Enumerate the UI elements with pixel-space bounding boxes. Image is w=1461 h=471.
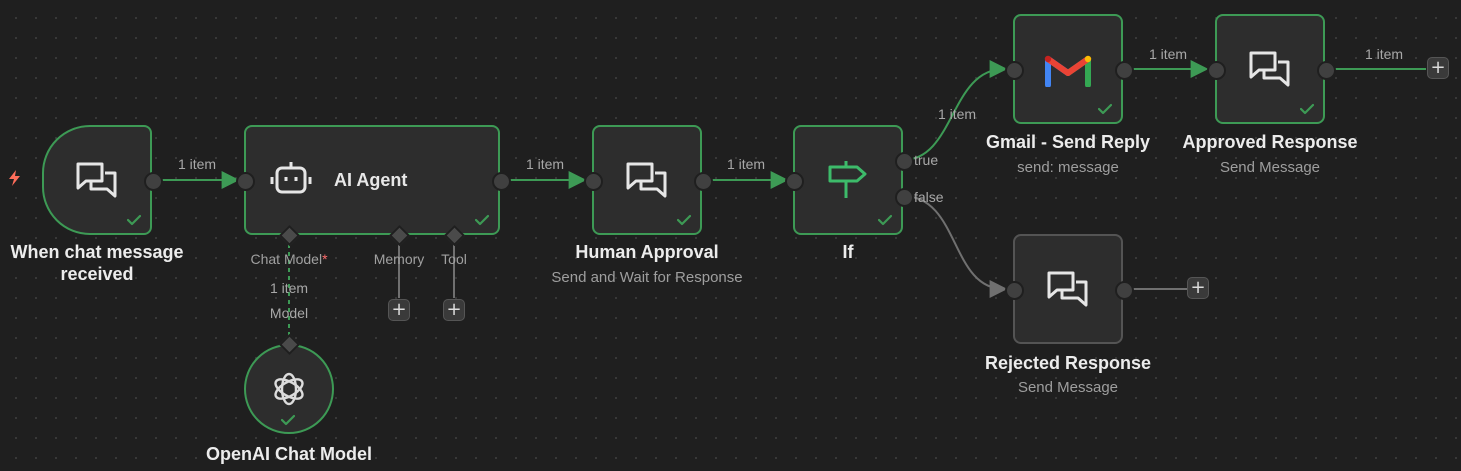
add-after-approved-button[interactable]: +	[1427, 57, 1449, 79]
if-input-port[interactable]	[784, 171, 804, 191]
edge-label-approval-if: 1 item	[726, 156, 766, 172]
edge-label-if-gmail: 1 item	[937, 106, 977, 122]
add-memory-button[interactable]: +	[388, 299, 410, 321]
if-false-output-label: false	[914, 189, 944, 205]
approval-output-port[interactable]	[693, 171, 713, 191]
rejected-response-subtitle: Send Message	[1017, 379, 1119, 396]
success-check-icon	[677, 214, 691, 226]
add-after-rejected-button[interactable]: +	[1187, 277, 1209, 299]
success-check-icon	[281, 414, 295, 426]
node-approved-response[interactable]	[1215, 14, 1325, 124]
gmail-input-port[interactable]	[1004, 60, 1024, 80]
node-if[interactable]	[793, 125, 903, 235]
chat-message-icon	[74, 159, 120, 201]
chat-model-port-label: Chat Model*	[250, 251, 328, 267]
approved-response-subtitle: Send Message	[1219, 159, 1321, 176]
if-false-output-port[interactable]	[894, 187, 914, 207]
success-check-icon	[1300, 103, 1314, 115]
edge-label-agent-approval: 1 item	[525, 156, 565, 172]
trigger-label: When chat message received	[10, 242, 184, 284]
agent-output-port[interactable]	[491, 171, 511, 191]
approved-input-port[interactable]	[1206, 60, 1226, 80]
edge-label-trigger-agent: 1 item	[177, 156, 217, 172]
approved-response-label: Approved Response	[1182, 132, 1358, 152]
success-check-icon	[1098, 103, 1112, 115]
node-rejected-response[interactable]	[1013, 234, 1123, 344]
node-chat-trigger[interactable]	[42, 125, 152, 235]
agent-input-port[interactable]	[235, 171, 255, 191]
gmail-output-port[interactable]	[1114, 60, 1134, 80]
robot-icon	[270, 160, 312, 201]
node-ai-agent[interactable]: AI Agent	[244, 125, 500, 235]
node-openai-chat-model[interactable]	[244, 344, 334, 434]
gmail-icon	[1044, 51, 1092, 87]
model-link-type: Model	[269, 305, 309, 321]
if-true-output-port[interactable]	[894, 151, 914, 171]
node-gmail-send-reply[interactable]	[1013, 14, 1123, 124]
gmail-subtitle: send: message	[1017, 159, 1119, 176]
success-check-icon	[475, 214, 489, 226]
human-approval-label: Human Approval	[575, 242, 719, 262]
chat-message-icon	[1045, 268, 1091, 310]
if-true-output-label: true	[914, 152, 939, 168]
edge-label-gmail-approved: 1 item	[1148, 46, 1188, 62]
success-check-icon	[127, 214, 141, 226]
success-check-icon	[878, 214, 892, 226]
rejected-input-port[interactable]	[1004, 280, 1024, 300]
memory-port-label: Memory	[373, 251, 425, 267]
rejected-output-port[interactable]	[1114, 280, 1134, 300]
add-tool-button[interactable]: +	[443, 299, 465, 321]
openai-icon	[270, 370, 308, 408]
openai-label: OpenAI Chat Model	[206, 444, 372, 464]
chat-message-icon	[624, 159, 670, 201]
gmail-label: Gmail - Send Reply	[985, 132, 1151, 152]
trigger-output-port[interactable]	[143, 171, 163, 191]
rejected-response-label: Rejected Response	[984, 353, 1152, 373]
edge-if-false-to-rejected	[902, 195, 1008, 298]
tool-port-label: Tool	[441, 251, 467, 267]
node-human-approval[interactable]	[592, 125, 702, 235]
agent-title: AI Agent	[334, 169, 408, 190]
if-label: If	[842, 242, 854, 262]
human-approval-subtitle: Send and Wait for Response	[551, 269, 743, 286]
edge-label-approved-out: 1 item	[1364, 46, 1404, 62]
chat-message-icon	[1247, 48, 1293, 90]
signpost-icon	[826, 160, 870, 200]
model-link-count: 1 item	[269, 280, 309, 296]
approved-output-port[interactable]	[1316, 60, 1336, 80]
approval-input-port[interactable]	[583, 171, 603, 191]
trigger-bolt-icon	[9, 170, 20, 186]
